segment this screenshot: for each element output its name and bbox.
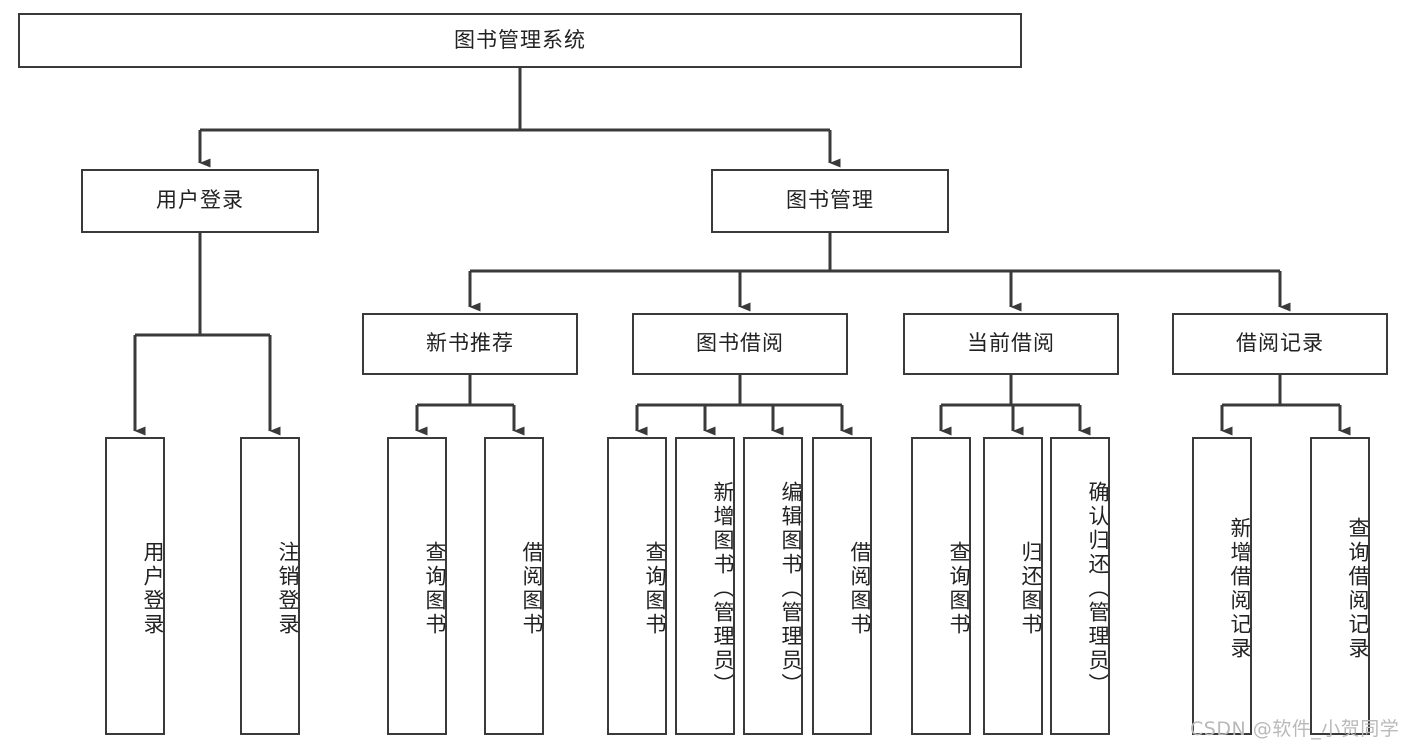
node-label: 注销登录 bbox=[276, 541, 300, 637]
node-label: 图书借阅 bbox=[696, 331, 784, 356]
node-level3-当前借阅[interactable]: 当前借阅 bbox=[903, 313, 1119, 375]
node-label: 查询借阅记录 bbox=[1346, 517, 1370, 661]
node-leaf-6-编辑图书（管理员）[interactable]: 编辑图书（管理员） bbox=[743, 437, 803, 735]
node-label: 新增图书（管理员） bbox=[711, 481, 735, 697]
node-level3-新书推荐[interactable]: 新书推荐 bbox=[362, 313, 578, 375]
node-label: 查询图书 bbox=[947, 541, 971, 637]
node-leaf-3-借阅图书[interactable]: 借阅图书 bbox=[484, 437, 544, 735]
node-label: 图书管理 bbox=[786, 188, 874, 213]
node-leaf-5-新增图书（管理员）[interactable]: 新增图书（管理员） bbox=[675, 437, 735, 735]
node-label: 确认归还（管理员） bbox=[1086, 481, 1110, 697]
node-leaf-10-确认归还（管理员）[interactable]: 确认归还（管理员） bbox=[1050, 437, 1110, 735]
node-label: 编辑图书（管理员） bbox=[779, 481, 803, 697]
node-label: 图书管理系统 bbox=[454, 27, 586, 52]
node-leaf-12-查询借阅记录[interactable]: 查询借阅记录 bbox=[1310, 437, 1370, 735]
node-leaf-4-查询图书[interactable]: 查询图书 bbox=[607, 437, 667, 735]
node-label: 用户登录 bbox=[141, 541, 165, 637]
node-level2-用户登录[interactable]: 用户登录 bbox=[81, 169, 319, 233]
node-label: 当前借阅 bbox=[967, 331, 1055, 356]
node-leaf-2-查询图书[interactable]: 查询图书 bbox=[387, 437, 447, 735]
node-root-图书管理系统[interactable]: 图书管理系统 bbox=[18, 13, 1022, 68]
node-leaf-11-新增借阅记录[interactable]: 新增借阅记录 bbox=[1192, 437, 1252, 735]
node-leaf-7-借阅图书[interactable]: 借阅图书 bbox=[812, 437, 872, 735]
node-label: 归还图书 bbox=[1019, 541, 1043, 637]
node-label: 借阅记录 bbox=[1236, 331, 1324, 356]
node-level2-图书管理[interactable]: 图书管理 bbox=[711, 169, 949, 233]
node-label: 查询图书 bbox=[423, 541, 447, 637]
node-leaf-8-查询图书[interactable]: 查询图书 bbox=[911, 437, 971, 735]
node-level3-图书借阅[interactable]: 图书借阅 bbox=[632, 313, 848, 375]
node-label: 新书推荐 bbox=[426, 331, 514, 356]
node-label: 新增借阅记录 bbox=[1228, 517, 1252, 661]
node-label: 查询图书 bbox=[643, 541, 667, 637]
node-label: 借阅图书 bbox=[848, 541, 872, 637]
node-leaf-1-注销登录[interactable]: 注销登录 bbox=[240, 437, 300, 735]
node-label: 用户登录 bbox=[156, 188, 244, 213]
node-label: 借阅图书 bbox=[520, 541, 544, 637]
node-level3-借阅记录[interactable]: 借阅记录 bbox=[1172, 313, 1388, 375]
node-leaf-0-用户登录[interactable]: 用户登录 bbox=[105, 437, 165, 735]
node-leaf-9-归还图书[interactable]: 归还图书 bbox=[983, 437, 1043, 735]
